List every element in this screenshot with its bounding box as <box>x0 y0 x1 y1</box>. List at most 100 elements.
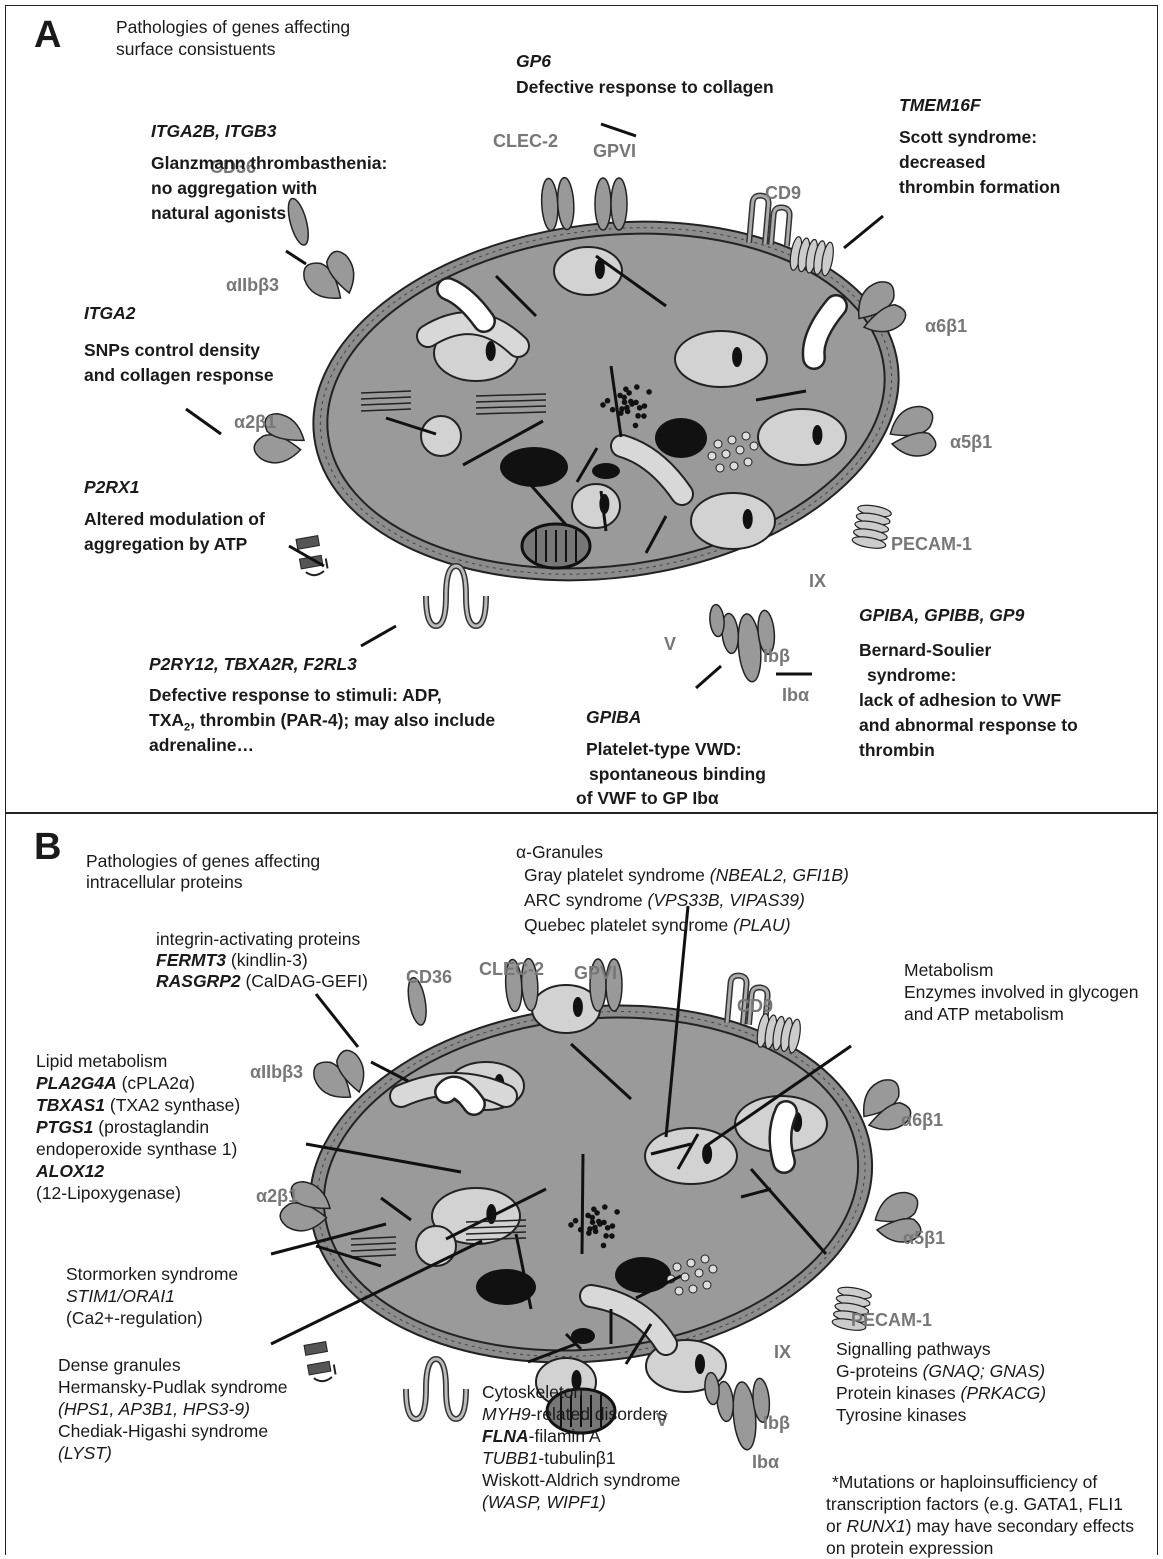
dense-granule-dot <box>603 1233 609 1239</box>
gpcr <box>406 1359 466 1419</box>
panel-b-letter: B <box>34 836 61 858</box>
dense-granule-dot <box>633 400 639 406</box>
p2x-channel <box>304 1342 327 1356</box>
granule-core <box>743 509 753 529</box>
lysosome <box>736 446 744 454</box>
lysosome <box>675 1287 683 1295</box>
lysosome <box>714 440 722 448</box>
label-cd36-b: CD36 <box>406 966 452 988</box>
open-canalicular-lumen <box>780 1112 786 1162</box>
dense-body <box>615 1257 671 1293</box>
gpcr-inner <box>426 566 486 626</box>
label-cd9: CD9 <box>765 182 801 204</box>
lysosome <box>701 1255 709 1263</box>
dense-granule-dot <box>641 413 647 419</box>
alpha-granule <box>675 331 767 387</box>
panel-b-header-1: Pathologies of genes affecting <box>86 851 320 872</box>
label-iba: Ibα <box>782 684 809 706</box>
dense-granule-dot <box>610 407 616 413</box>
panel-a-header-1: Pathologies of genes affecting <box>116 17 350 38</box>
dense-granule-dot <box>609 1233 615 1239</box>
panel-b-header-2: intracellular proteins <box>86 872 243 893</box>
dense-granule-dot <box>614 1209 620 1215</box>
membrane-receptor <box>296 535 328 578</box>
membrane-receptor <box>540 177 575 231</box>
receptor-stalk <box>595 178 611 230</box>
label-clec2: CLEC-2 <box>493 130 558 152</box>
granule-core <box>573 997 583 1017</box>
dense-granule-dot <box>646 389 652 395</box>
dense-granule-dot <box>625 409 631 415</box>
lysosome <box>687 1259 695 1267</box>
label-a6b1-b: α6β1 <box>901 1109 943 1131</box>
membrane-receptor <box>851 503 892 550</box>
label-a2b1-b: α2β1 <box>256 1185 298 1207</box>
label-aiib3: αIIbβ3 <box>226 274 279 296</box>
label-ibb: Ibβ <box>763 645 790 667</box>
dense-granule-dot <box>637 405 643 411</box>
membrane-receptor <box>709 600 779 685</box>
dense-granule-dot <box>600 402 606 408</box>
dense-granule-dot <box>601 1243 607 1249</box>
membrane-receptor <box>299 246 364 309</box>
dense-granule-dot <box>590 1219 596 1225</box>
lysosome <box>695 1269 703 1277</box>
label-a6b1: α6β1 <box>925 315 967 337</box>
dense-granule-dot <box>622 399 628 405</box>
dense-granule-dot <box>591 1206 597 1212</box>
dense-granule-dot <box>635 413 641 419</box>
dense-granule-dot <box>605 398 611 404</box>
granule-core <box>695 1354 705 1374</box>
lysosome <box>744 458 752 466</box>
dense-granule-dot <box>585 1213 591 1219</box>
label-clec2-b: CLEC-2 <box>479 958 544 980</box>
vesicle <box>416 1226 456 1266</box>
p2x-channel <box>307 1361 330 1375</box>
dense-granule-dot <box>642 403 648 409</box>
label-gpvi: GPVI <box>593 140 636 162</box>
p2x-channel <box>296 536 319 550</box>
label-gpvi-b: GPVI <box>574 962 617 984</box>
platelet-cell-b <box>271 906 924 1453</box>
panel-b: B Pathologies of genes affecting intrace… <box>5 813 1158 1555</box>
dense-granule-dot <box>610 1223 616 1229</box>
leader-line <box>316 994 358 1047</box>
dense-granule-dot <box>605 1225 611 1231</box>
panel-a-letter: A <box>34 24 61 46</box>
leader-line <box>601 124 636 136</box>
dense-granule-dot <box>568 1222 574 1228</box>
label-pecam: PECAM-1 <box>891 533 972 555</box>
dense-granule-dot <box>596 1219 602 1225</box>
lysosome <box>689 1285 697 1293</box>
dense-granule-dot <box>586 1230 592 1236</box>
dense-granule-dot <box>593 1229 599 1235</box>
lysosome <box>750 442 758 450</box>
label-ix: IX <box>809 570 826 592</box>
leader-line <box>696 666 721 688</box>
membrane-receptor <box>704 1368 774 1453</box>
vesicle <box>421 416 461 456</box>
dense-granule-dot <box>633 423 639 429</box>
receptor-stalk <box>611 178 627 230</box>
label-cd9-b: CD9 <box>737 995 773 1017</box>
lysosome <box>673 1263 681 1271</box>
lysosome <box>709 1265 717 1273</box>
dense-body <box>655 418 707 458</box>
granule-core <box>812 425 822 445</box>
lysosome <box>703 1281 711 1289</box>
membrane-receptor <box>426 566 486 626</box>
granule-core <box>732 347 742 367</box>
platelet-cell-a <box>186 124 939 688</box>
dense-granule-dot <box>634 384 640 390</box>
alpha-granule <box>691 493 775 549</box>
leader-line <box>844 216 883 248</box>
granule-core <box>486 341 496 361</box>
microtubule <box>582 1154 583 1254</box>
lysosome <box>730 462 738 470</box>
label-iba-b: Ibα <box>752 1451 779 1473</box>
receptor-stalk <box>284 196 312 247</box>
dense-granule-dot <box>573 1218 579 1224</box>
receptor-stalk <box>556 177 575 230</box>
dense-body <box>500 447 568 487</box>
panel-a: A Pathologies of genes affecting surface… <box>5 5 1158 813</box>
